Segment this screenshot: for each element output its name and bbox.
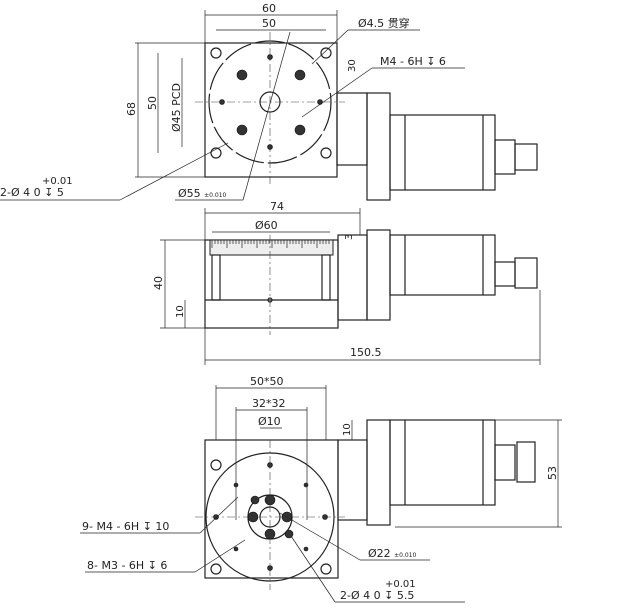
dim-40: 40: [152, 276, 165, 290]
bottom-view: 50*50 32*32 Ø10 10 53 9- M4 - 6H ↧ 10 8-…: [80, 375, 562, 603]
thread-note: M4 - 6H ↧ 6: [380, 55, 446, 68]
dim-60: 60: [262, 2, 276, 15]
dim-30: 30: [347, 59, 358, 72]
dim-dia-10: Ø10: [258, 415, 281, 428]
dim-10-bottom: 10: [342, 423, 353, 436]
bore-dia-label: Ø22 ±0.010: [368, 547, 417, 560]
dim-10: 10: [175, 305, 186, 318]
dim-50: 50: [262, 17, 276, 30]
pcd-label: Ø45 PCD: [170, 83, 183, 132]
graduated-scale: [209, 239, 334, 256]
dim-50x50: 50*50: [250, 375, 284, 388]
dim-74: 74: [270, 200, 284, 213]
dim-150-5: 150.5: [350, 346, 382, 359]
pin-tolerance-bottom: +0.01: [385, 579, 416, 590]
pin-note-bottom: 2-Ø 4 0 ↧ 5.5: [340, 589, 414, 602]
m4-thread-note: 9- M4 - 6H ↧ 10: [82, 520, 169, 533]
top-view: 60 50 68 50 Ø45 PCD Ø4.5 贯穿 30 M4 - 6H ↧…: [0, 2, 538, 201]
side-view: 74 Ø60 3 40 10 150.5: [152, 200, 541, 365]
dim-32x32: 32*32: [252, 397, 286, 410]
dim-50-vertical: 50: [146, 96, 159, 110]
pin-note: 2-Ø 4 0 ↧ 5: [0, 186, 64, 199]
pin-tolerance: +0.01: [42, 176, 73, 187]
knob: [514, 143, 538, 171]
dim-68: 68: [125, 102, 138, 116]
dim-dia-60: Ø60: [255, 219, 278, 232]
through-hole-label: Ø4.5 贯穿: [358, 16, 410, 30]
dim-53: 53: [546, 466, 559, 480]
dim-3: 3: [344, 234, 355, 240]
m3-thread-note: 8- M3 - 6H ↧ 6: [87, 559, 167, 572]
table-dia-label: Ø55 ±0.010: [178, 187, 227, 200]
